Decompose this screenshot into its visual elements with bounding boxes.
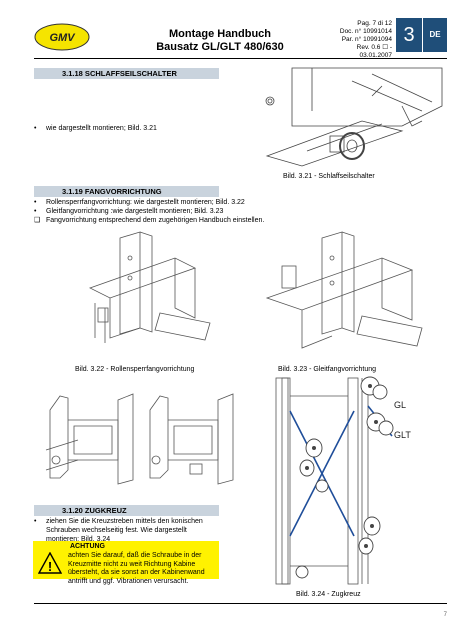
bullet-zugkreuz: •ziehen Sie die Kreuzstreben mittels den… <box>34 518 203 543</box>
figure-3-22 <box>88 231 211 343</box>
caption-3-21: Bild. 3.21 - Schlaffseilschalter <box>283 173 375 180</box>
checkbox-item-einstellen: ❑Fangvorrichtung entsprechend dem zugehö… <box>34 217 265 224</box>
bullet-schlaffseil: •wie dargestellt montieren; Bild. 3.21 <box>34 125 157 132</box>
figure-3-21 <box>265 67 443 167</box>
chapter-number: 3 <box>396 18 422 52</box>
warning-icon: ! <box>38 552 62 574</box>
page-of: Pag. 7 di 12 <box>357 20 392 27</box>
revision: Rev. 0.6 ☐ - 03.01.2007 <box>356 44 392 59</box>
language-badge: DE <box>423 18 447 52</box>
document-title: Montage Handbuch Bausatz GL/GLT 480/630 <box>120 28 320 54</box>
caption-3-22: Bild. 3.22 - Rollensperrfangvorrichtung <box>75 366 195 373</box>
par-number: Par. n° 10991094 <box>341 36 392 43</box>
warning-box <box>33 541 219 579</box>
section-title-schlaffseilschalter: 3.1.18 SCHLAFFSEILSCHALTER <box>34 68 219 79</box>
section-title-zugkreuz: 3.1.20 ZUGKREUZ <box>34 505 219 516</box>
svg-text:GMV: GMV <box>49 32 76 44</box>
title-line-2: Bausatz GL/GLT 480/630 <box>156 41 284 53</box>
document-meta: Pag. 7 di 12 Doc. n° 10991014 Par. n° 10… <box>330 20 392 60</box>
figure-3-23 <box>265 231 423 349</box>
warning-text: achten Sie darauf, daß die Schraube in d… <box>68 552 205 585</box>
section-title-fangvorrichtung: 3.1.19 FANGVORRICHTUNG <box>34 186 219 197</box>
svg-text:GLT: GLT <box>394 430 411 440</box>
figure-3-24: GL GLT <box>275 376 411 585</box>
header-divider <box>34 58 447 59</box>
svg-text:GL: GL <box>394 400 406 410</box>
bullet-rollensperr: •Rollensperrfangvorrichtung: wie dargest… <box>34 199 245 206</box>
caption-3-24: Bild. 3.24 - Zugkreuz <box>296 591 361 598</box>
title-line-1: Montage Handbuch <box>168 28 272 40</box>
footer-divider <box>34 603 447 604</box>
svg-text:!: ! <box>48 559 52 574</box>
warning-title: ACHTUNG <box>70 543 105 550</box>
gmv-logo: GMV <box>34 23 90 51</box>
figure-zugkreuz-variants <box>45 393 234 485</box>
caption-3-23: Bild. 3.23 - Gleitfangvorrichtung <box>278 366 377 373</box>
bullet-gleit: •Gleitfangvorrichtung :wie dargestellt m… <box>34 208 224 215</box>
checkbox-icon: ❑ <box>34 217 41 224</box>
page-number: 7 <box>443 612 447 618</box>
doc-number: Doc. n° 10991014 <box>339 28 392 35</box>
